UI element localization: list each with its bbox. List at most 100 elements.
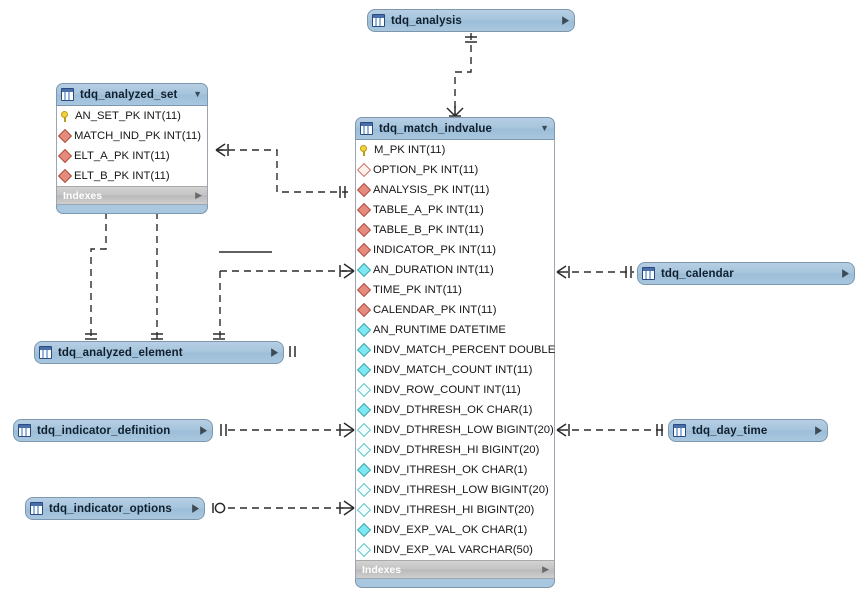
column-row[interactable]: TIME_PK INT(11)	[356, 280, 554, 300]
table-icon	[30, 502, 43, 515]
table-tdq-calendar[interactable]: tdq_calendar ▶	[637, 262, 855, 285]
table-icon	[360, 122, 373, 135]
chevron-right-icon[interactable]: ▶	[842, 266, 849, 280]
column-label: TIME_PK INT(11)	[373, 284, 462, 296]
table-header[interactable]: tdq_analyzed_set ▼	[56, 83, 208, 106]
indexes-bar[interactable]: Indexes ▶	[355, 560, 555, 579]
column-row[interactable]: MATCH_IND_PK INT(11)	[57, 126, 207, 146]
column-row[interactable]: CALENDAR_PK INT(11)	[356, 300, 554, 320]
column-label: INDV_EXP_VAL VARCHAR(50)	[373, 544, 533, 556]
card-many-analyzedset-right	[215, 143, 229, 157]
table-header[interactable]: tdq_calendar ▶	[637, 262, 855, 285]
column-row[interactable]: ELT_B_PK INT(11)	[57, 166, 207, 186]
table-header[interactable]: tdq_indicator_definition ▶	[13, 419, 213, 442]
column-list: AN_SET_PK INT(11) MATCH_IND_PK INT(11) E…	[56, 106, 208, 186]
card-many-matchindvalue-508	[339, 500, 355, 516]
table-tdq-day-time[interactable]: tdq_day_time ▶	[668, 419, 828, 442]
link-set-element-1	[90, 212, 107, 339]
chevron-right-icon[interactable]: ▶	[271, 345, 278, 359]
column-label: INDV_ITHRESH_HI BIGINT(20)	[373, 504, 535, 516]
column-row[interactable]: INDICATOR_PK INT(11)	[356, 240, 554, 260]
diamond-red-icon	[57, 168, 73, 184]
table-header[interactable]: tdq_analysis ▶	[367, 9, 575, 32]
table-header[interactable]: tdq_indicator_options ▶	[25, 497, 205, 520]
diamond-red-icon	[356, 202, 372, 218]
column-row[interactable]: TABLE_A_PK INT(11)	[356, 200, 554, 220]
column-label: INDV_ITHRESH_OK CHAR(1)	[373, 464, 528, 476]
table-tdq-match-indvalue[interactable]: tdq_match_indvalue ▼ M_PK INT(11) OPTION…	[355, 117, 555, 588]
chevron-right-icon[interactable]: ▶	[200, 423, 207, 437]
chevron-down-icon[interactable]: ▼	[540, 123, 549, 133]
diamond-cyan-icon	[356, 342, 372, 358]
column-row[interactable]: INDV_EXP_VAL VARCHAR(50)	[356, 540, 554, 560]
column-row[interactable]: AN_RUNTIME DATETIME	[356, 320, 554, 340]
column-row[interactable]: INDV_DTHRESH_OK CHAR(1)	[356, 400, 554, 420]
column-row[interactable]: ANALYSIS_PK INT(11)	[356, 180, 554, 200]
table-title: tdq_match_indvalue	[379, 122, 492, 135]
diamond-red-icon	[57, 148, 73, 164]
link-analysis-matchindvalue	[454, 33, 472, 116]
diamond-cyan-hollow-icon	[356, 502, 372, 518]
table-title: tdq_indicator_definition	[37, 424, 171, 437]
column-row[interactable]: OPTION_PK INT(11)	[356, 160, 554, 180]
card-one-mandatory-analyzedelement-top-2	[151, 333, 163, 340]
card-one-mandatory-analysis	[465, 36, 477, 43]
table-footer	[56, 205, 208, 214]
card-many-matchindvalue-right-272	[556, 265, 570, 279]
column-row[interactable]: INDV_ITHRESH_LOW BIGINT(20)	[356, 480, 554, 500]
chevron-right-icon[interactable]: ▶	[192, 501, 199, 515]
column-label: INDV_MATCH_PERCENT DOUBLE	[373, 344, 556, 356]
card-many-matchindvalue-271	[339, 263, 355, 279]
column-row[interactable]: INDV_MATCH_COUNT INT(11)	[356, 360, 554, 380]
table-icon	[39, 346, 52, 359]
column-row[interactable]: M_PK INT(11)	[356, 140, 554, 160]
diamond-red-icon	[57, 128, 73, 144]
column-label: AN_RUNTIME DATETIME	[373, 324, 506, 336]
column-list: M_PK INT(11) OPTION_PK INT(11) ANALYSIS_…	[355, 140, 555, 560]
column-row[interactable]: INDV_DTHRESH_LOW BIGINT(20)	[356, 420, 554, 440]
table-tdq-analyzed-element[interactable]: tdq_analyzed_element ▶	[34, 341, 284, 364]
table-footer	[355, 579, 555, 588]
indexes-label: Indexes	[63, 189, 103, 202]
table-header[interactable]: tdq_analyzed_element ▶	[34, 341, 284, 364]
column-row[interactable]: AN_SET_PK INT(11)	[57, 106, 207, 126]
column-label: INDICATOR_PK INT(11)	[373, 244, 497, 256]
indexes-bar[interactable]: Indexes ▶	[56, 186, 208, 205]
column-row[interactable]: INDV_ITHRESH_HI BIGINT(20)	[356, 500, 554, 520]
card-one-mandatory-analyzedelement-top-1	[85, 333, 97, 340]
chevron-right-icon[interactable]: ▶	[815, 423, 822, 437]
diamond-cyan-icon	[356, 262, 372, 278]
table-tdq-analysis[interactable]: tdq_analysis ▶	[367, 9, 575, 32]
diamond-red-icon	[356, 282, 372, 298]
column-row[interactable]: INDV_ITHRESH_OK CHAR(1)	[356, 460, 554, 480]
diamond-red-icon	[356, 222, 372, 238]
column-row[interactable]: INDV_ROW_COUNT INT(11)	[356, 380, 554, 400]
column-label: OPTION_PK INT(11)	[373, 164, 479, 176]
column-row[interactable]: INDV_DTHRESH_HI BIGINT(20)	[356, 440, 554, 460]
column-row[interactable]: ELT_A_PK INT(11)	[57, 146, 207, 166]
chevron-right-icon[interactable]: ▶	[562, 13, 569, 27]
column-label: TABLE_A_PK INT(11)	[373, 204, 484, 216]
table-header[interactable]: tdq_match_indvalue ▼	[355, 117, 555, 140]
column-row[interactable]: TABLE_B_PK INT(11)	[356, 220, 554, 240]
table-tdq-indicator-definition[interactable]: tdq_indicator_definition ▶	[13, 419, 213, 442]
table-header[interactable]: tdq_day_time ▶	[668, 419, 828, 442]
table-tdq-indicator-options[interactable]: tdq_indicator_options ▶	[25, 497, 205, 520]
card-one-mandatory-analyzedelement-right	[289, 346, 296, 357]
table-tdq-analyzed-set[interactable]: tdq_analyzed_set ▼ AN_SET_PK INT(11) MAT…	[56, 83, 208, 214]
chevron-right-icon[interactable]: ▶	[542, 564, 549, 574]
table-title: tdq_analyzed_element	[58, 346, 183, 359]
diamond-red-hollow-icon	[356, 162, 372, 178]
diamond-cyan-hollow-icon	[356, 382, 372, 398]
column-label: AN_SET_PK INT(11)	[75, 110, 181, 122]
card-many-matchindvalue-top	[446, 106, 464, 117]
chevron-right-icon[interactable]: ▶	[195, 190, 202, 200]
table-title: tdq_indicator_options	[49, 502, 172, 515]
column-row[interactable]: AN_DURATION INT(11)	[356, 260, 554, 280]
column-row[interactable]: INDV_EXP_VAL_OK CHAR(1)	[356, 520, 554, 540]
chevron-down-icon[interactable]: ▼	[193, 89, 202, 99]
card-zero-or-one-indopt-right	[212, 502, 226, 514]
column-row[interactable]: INDV_MATCH_PERCENT DOUBLE	[356, 340, 556, 360]
key-icon	[60, 110, 71, 122]
